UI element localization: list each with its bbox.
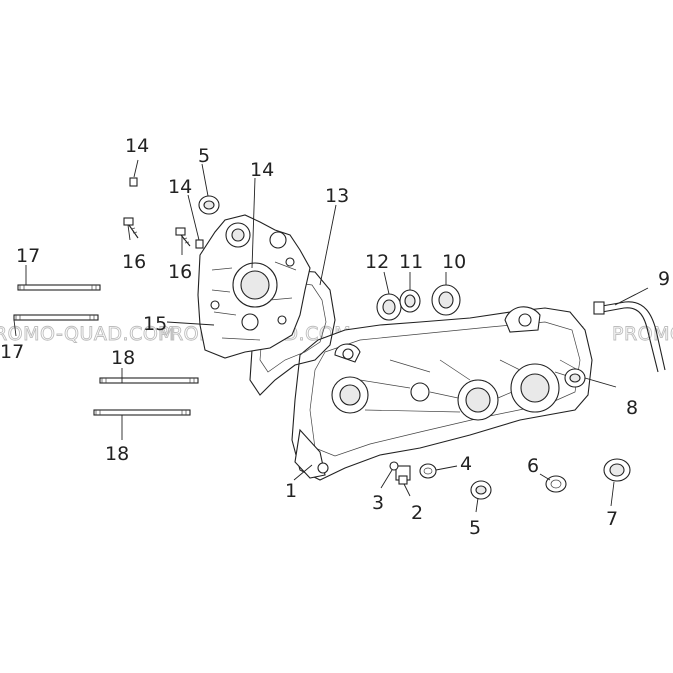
callout-8: 8 <box>626 397 638 419</box>
callout-labels: 1 2 3 4 5 5 6 7 8 9 10 11 12 13 14 14 14… <box>0 135 670 539</box>
callout-18-lower: 18 <box>105 443 129 465</box>
bolt-16-right <box>175 227 191 247</box>
callout-17-lower: 17 <box>0 341 24 363</box>
callout-2: 2 <box>411 502 423 524</box>
svg-text:PROMO-QUAD.COM: PROMO-QUAD.COM <box>0 323 175 345</box>
callout-7: 7 <box>606 508 618 530</box>
callout-1: 1 <box>285 480 297 502</box>
bolt-16-left <box>123 217 139 239</box>
stud-17-lower <box>13 314 99 321</box>
stud-18-upper <box>99 377 199 384</box>
callout-10: 10 <box>442 251 466 273</box>
right-crankcase <box>197 214 311 359</box>
pin-14-mid <box>195 239 204 249</box>
callout-12: 12 <box>365 251 389 273</box>
callout-11: 11 <box>399 251 423 273</box>
o-ring-3 <box>389 461 399 471</box>
callout-13: 13 <box>325 185 349 207</box>
stud-17-upper <box>17 284 101 291</box>
callout-14-top: 14 <box>125 135 149 157</box>
callout-16-right: 16 <box>168 261 192 283</box>
oil-seal-8 <box>564 368 586 388</box>
callout-17-upper: 17 <box>16 245 40 267</box>
callout-5-lower: 5 <box>469 517 481 539</box>
callout-5-upper: 5 <box>198 145 210 167</box>
leader-lines <box>13 159 649 513</box>
callout-14-right: 14 <box>250 159 274 181</box>
svg-text:PROMO-QUAD.COM: PROMO-QUAD.COM <box>612 323 673 345</box>
bushing-5-lower <box>470 480 492 500</box>
washer-6 <box>545 475 567 493</box>
dowel-5-upper <box>198 195 220 215</box>
callout-9: 9 <box>658 268 670 290</box>
oil-seal-7 <box>603 458 631 482</box>
stud-18-lower <box>93 409 191 416</box>
washer-4 <box>419 463 437 479</box>
callout-3: 3 <box>372 492 384 514</box>
pin-14-top <box>129 177 138 187</box>
callout-18-upper: 18 <box>111 347 135 369</box>
callout-16-left: 16 <box>122 251 146 273</box>
left-crankcase <box>291 306 593 481</box>
callout-4: 4 <box>460 453 472 475</box>
bearing-12 <box>376 293 402 321</box>
bearing-11 <box>399 289 421 313</box>
bearing-10 <box>431 284 461 316</box>
callout-14-mid: 14 <box>168 176 192 198</box>
drain-plug-2 <box>395 465 411 485</box>
callout-15: 15 <box>143 313 167 335</box>
callout-6: 6 <box>527 455 539 477</box>
breather-hose <box>593 301 666 373</box>
